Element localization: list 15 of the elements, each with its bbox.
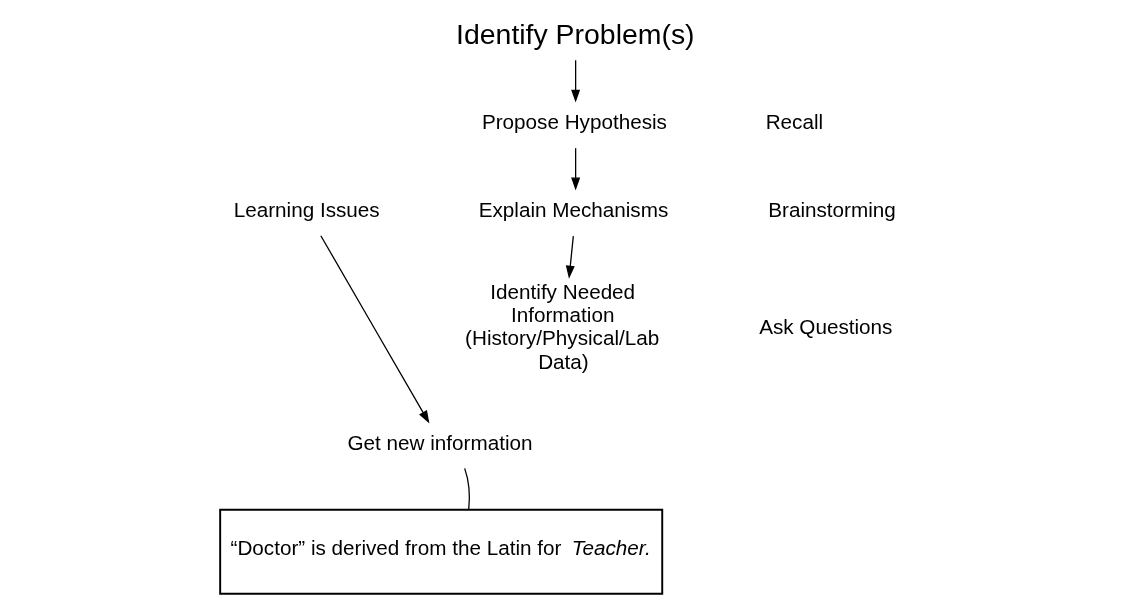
- label: Recall: [765, 110, 824, 134]
- arrow: [565, 235, 575, 279]
- node-text: Propose Hypothesis: [481, 110, 667, 134]
- arrow: [320, 235, 430, 424]
- connector: [464, 467, 470, 511]
- label: Brainstorming: [768, 198, 896, 222]
- node-text: Learning Issues: [233, 198, 380, 222]
- node-text: Explain Mechanisms: [478, 198, 669, 222]
- arrow: [571, 59, 581, 103]
- node-text: Identify Problem(s): [456, 17, 695, 50]
- node-box: “Doctor” is derived from the Latin for Teacher.: [219, 508, 664, 595]
- node-text: Get new information: [347, 430, 533, 454]
- node-text: Identify Needed Information (History/Physical/Lab Data): [465, 279, 660, 373]
- arrow: [571, 147, 581, 191]
- label: Ask Questions: [759, 314, 893, 338]
